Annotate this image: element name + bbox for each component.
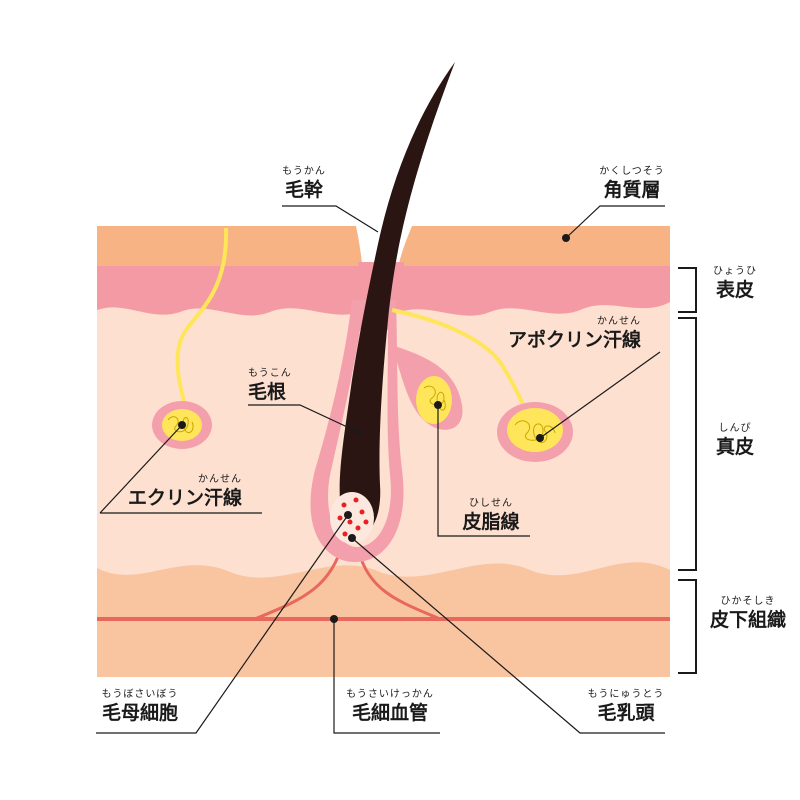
- layer-brackets: [678, 267, 697, 674]
- label-shinpi: しんぴ 真皮: [715, 423, 754, 458]
- label-moubo: もうぼさいぼう 毛母細胞: [101, 689, 179, 724]
- label-eccrine: かんせん エクリン汗線: [128, 474, 243, 509]
- label-apocrine: かんせん アポクリン汗線: [508, 316, 642, 351]
- leader-dots: [178, 234, 570, 623]
- label-kakushitsu: かくしつそう 角質層: [599, 166, 665, 201]
- hair-shaft: [339, 62, 455, 535]
- label-mousai: もうさいけっかん 毛細血管: [346, 689, 434, 724]
- label-mounyu: もうにゅうとう 毛乳頭: [587, 689, 665, 724]
- label-hikasoshiki: ひかそしき 皮下組織: [709, 596, 786, 631]
- label-hyouhi: ひょうひ 表皮: [713, 266, 757, 301]
- label-mokon: もうこん 毛根: [248, 368, 292, 403]
- label-hishi: ひしせん 皮脂線: [462, 498, 520, 533]
- eccrine-duct: [175, 227, 229, 406]
- hair-papilla: [330, 492, 374, 544]
- leader-lines: [96, 205, 665, 734]
- label-moukan: もうかん 毛幹: [282, 166, 326, 201]
- hair-matrix-cells: [337, 497, 369, 537]
